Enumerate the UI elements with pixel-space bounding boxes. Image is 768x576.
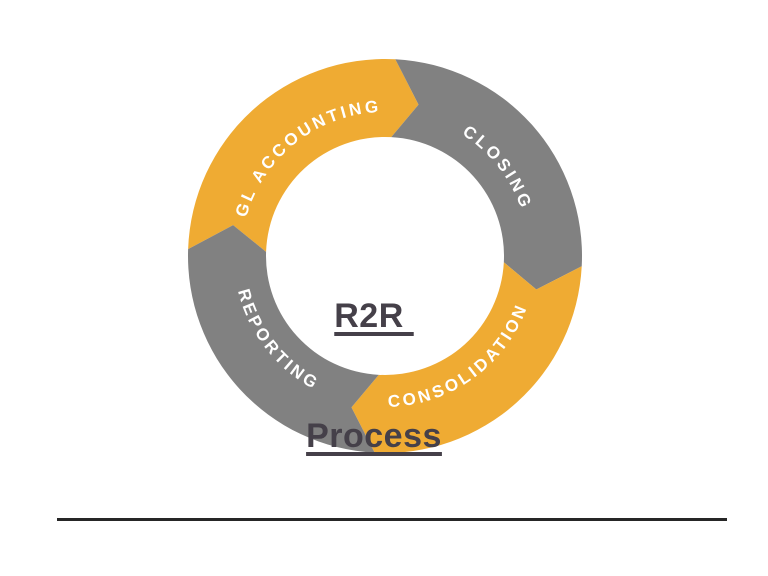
center-title-line2: Process	[306, 417, 442, 455]
segment-gl-accounting	[188, 59, 419, 252]
footer-divider-line	[57, 518, 727, 521]
segment-reporting	[187, 225, 379, 453]
segment-consolidation	[351, 262, 582, 453]
segment-closing	[391, 59, 582, 290]
center-title: R2R Process	[306, 216, 442, 536]
center-title-line1: R2R	[334, 297, 414, 335]
